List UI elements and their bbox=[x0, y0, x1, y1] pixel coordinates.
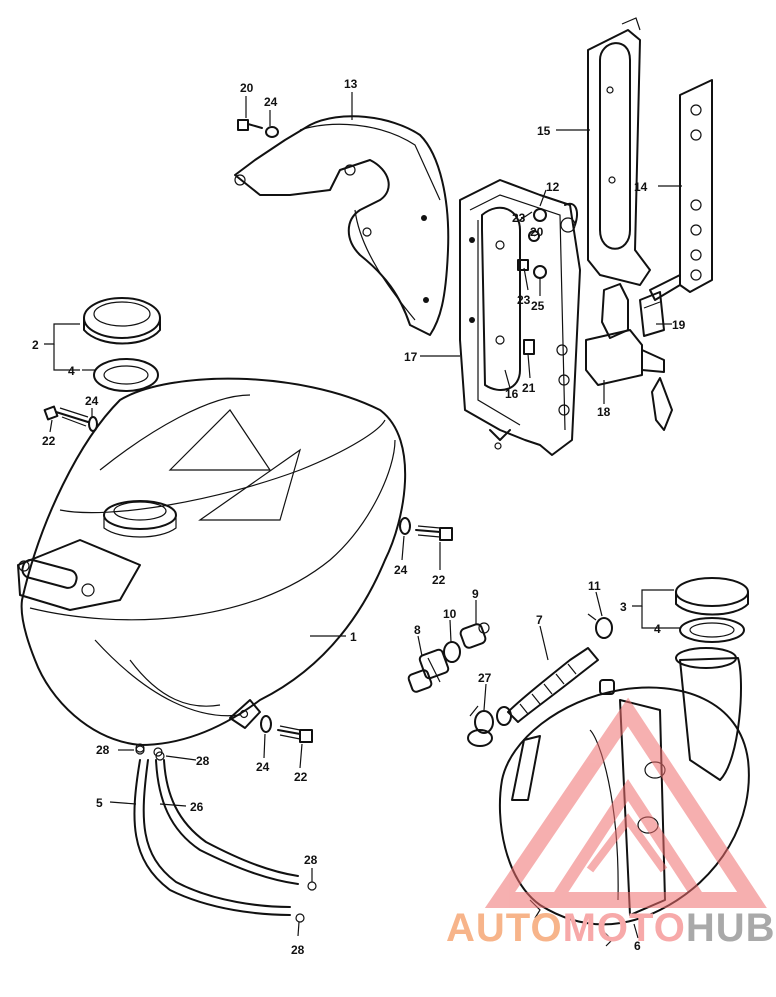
callout-17: 17 bbox=[404, 350, 418, 364]
callout-1: 1 bbox=[350, 630, 357, 644]
lock-assembly-18 bbox=[585, 283, 673, 431]
callout-14: 14 bbox=[634, 180, 648, 194]
hose-5 bbox=[133, 759, 291, 916]
tank-cap-assembly bbox=[83, 297, 161, 392]
callout-28-a: 28 bbox=[96, 743, 110, 757]
fitting-9 bbox=[459, 622, 490, 649]
fuel-tank bbox=[17, 377, 407, 757]
bolt-22-b bbox=[415, 525, 453, 541]
washer-24-c bbox=[260, 715, 272, 733]
callout-19: 19 bbox=[672, 318, 686, 332]
bracket-19 bbox=[639, 291, 665, 337]
bolt-22-a bbox=[43, 405, 89, 427]
callout-16: 16 bbox=[505, 387, 519, 401]
callout-3: 3 bbox=[620, 600, 627, 614]
callout-9: 9 bbox=[472, 587, 479, 601]
callout-28-d: 28 bbox=[291, 943, 305, 957]
plate-16 bbox=[481, 206, 521, 391]
callout-labels: 1 2 4 3 4 5 26 6 7 8 9 10 11 12 13 14 15… bbox=[32, 77, 686, 957]
callout-22-c: 22 bbox=[294, 770, 308, 784]
washer-24-b bbox=[399, 517, 411, 535]
callout-20-b: 20 bbox=[530, 225, 544, 239]
hose-clips-28 bbox=[135, 745, 317, 923]
callout-12: 12 bbox=[546, 180, 560, 194]
callout-24-c: 24 bbox=[394, 563, 408, 577]
callout-21: 21 bbox=[522, 381, 536, 395]
callout-15: 15 bbox=[537, 124, 551, 138]
callout-13: 13 bbox=[344, 77, 358, 91]
callout-24-b: 24 bbox=[85, 394, 99, 408]
callout-23-a: 23 bbox=[512, 211, 526, 225]
callout-4: 4 bbox=[68, 364, 75, 378]
washer-24-a bbox=[88, 416, 98, 432]
callout-25: 25 bbox=[531, 299, 545, 313]
callout-11: 11 bbox=[588, 579, 601, 593]
bolt-20-a bbox=[237, 119, 263, 131]
callout-27: 27 bbox=[478, 671, 492, 685]
callout-24-d: 24 bbox=[256, 760, 270, 774]
callout-4-b: 4 bbox=[654, 622, 661, 636]
bracket-13 bbox=[234, 115, 450, 336]
reservoir-cap-assembly bbox=[675, 577, 749, 643]
callout-5: 5 bbox=[96, 796, 103, 810]
callout-2: 2 bbox=[32, 338, 39, 352]
hose-26 bbox=[155, 759, 299, 885]
callout-20-a: 20 bbox=[240, 81, 254, 95]
callout-24-a: 24 bbox=[264, 95, 278, 109]
callout-18: 18 bbox=[597, 405, 611, 419]
fitting-8 bbox=[407, 648, 450, 693]
callout-28-b: 28 bbox=[196, 754, 210, 768]
bracket-15 bbox=[587, 17, 651, 286]
callout-28-c: 28 bbox=[304, 853, 318, 867]
leader-lines bbox=[44, 92, 682, 939]
bolt-22-c bbox=[277, 725, 313, 743]
callout-10: 10 bbox=[443, 607, 457, 621]
washer-24-d bbox=[265, 126, 279, 138]
callout-22-b: 22 bbox=[432, 573, 446, 587]
reservoir-tank-6 bbox=[498, 647, 750, 947]
bracket-14 bbox=[649, 79, 713, 301]
gasket-10 bbox=[443, 641, 461, 663]
callout-22-a: 22 bbox=[42, 434, 56, 448]
small-parts-cluster bbox=[517, 202, 578, 355]
callout-7: 7 bbox=[536, 613, 543, 627]
callout-26: 26 bbox=[190, 800, 204, 814]
frame-17 bbox=[459, 179, 581, 456]
callout-6: 6 bbox=[634, 939, 641, 953]
callout-8: 8 bbox=[414, 623, 421, 637]
clamp-27 bbox=[467, 705, 494, 747]
callout-23-b: 23 bbox=[517, 293, 531, 307]
clamp-11 bbox=[587, 613, 613, 639]
